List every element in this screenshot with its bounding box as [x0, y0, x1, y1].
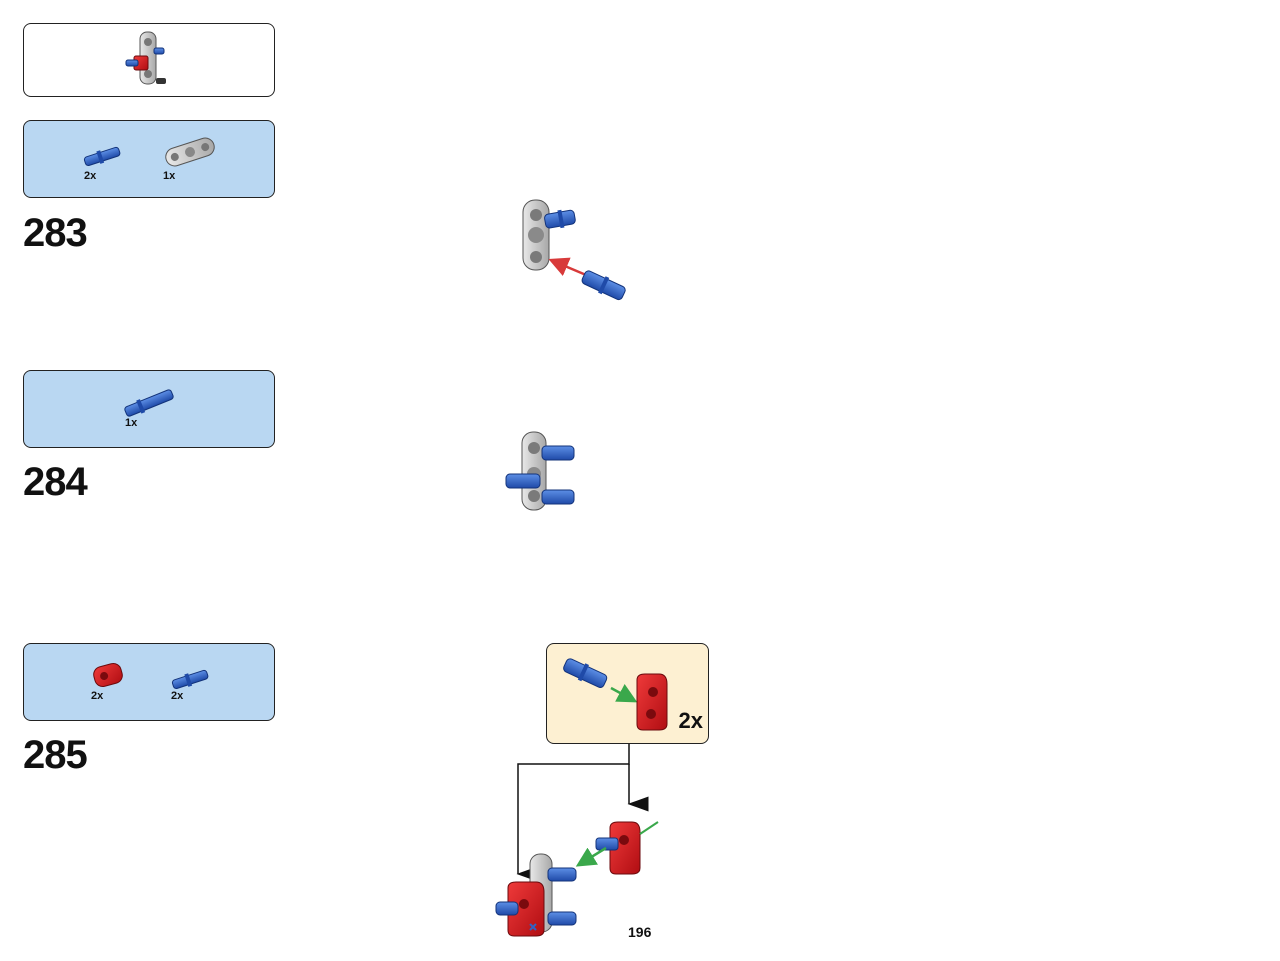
parts-list-step-285: 2x 2x [23, 643, 275, 721]
step-number: 284 [23, 460, 88, 504]
parts-list-step-284: 1x [23, 370, 275, 448]
page-number: 196 [628, 924, 652, 940]
parts-list-step-283: 2x 1x [23, 120, 275, 198]
part-qty: 1x [163, 170, 176, 182]
step-number: 283 [23, 211, 88, 255]
sub-model-assembly-icon [125, 31, 166, 85]
sub-step-box: 2x [546, 643, 709, 744]
step-number: 285 [23, 733, 88, 777]
blue-axle-pin-icon [83, 146, 121, 167]
sub-model-preview-box [23, 23, 275, 97]
sub-step-qty: 2x [678, 708, 703, 733]
sub-step-assembly-illustration [563, 658, 668, 731]
step-283-build-illustration [522, 199, 626, 301]
step-285-build-illustration [495, 744, 659, 937]
blue-axle-pin-icon [171, 669, 209, 690]
part-qty: 2x [91, 690, 104, 702]
blue-long-pin-icon [124, 389, 174, 417]
step-284-build-illustration [505, 431, 575, 511]
grey-beam-connector-icon [165, 137, 215, 167]
part-qty: 2x [84, 170, 97, 182]
part-qty: 1x [125, 417, 138, 429]
part-qty: 2x [171, 690, 184, 702]
red-cross-block-icon [93, 663, 123, 687]
